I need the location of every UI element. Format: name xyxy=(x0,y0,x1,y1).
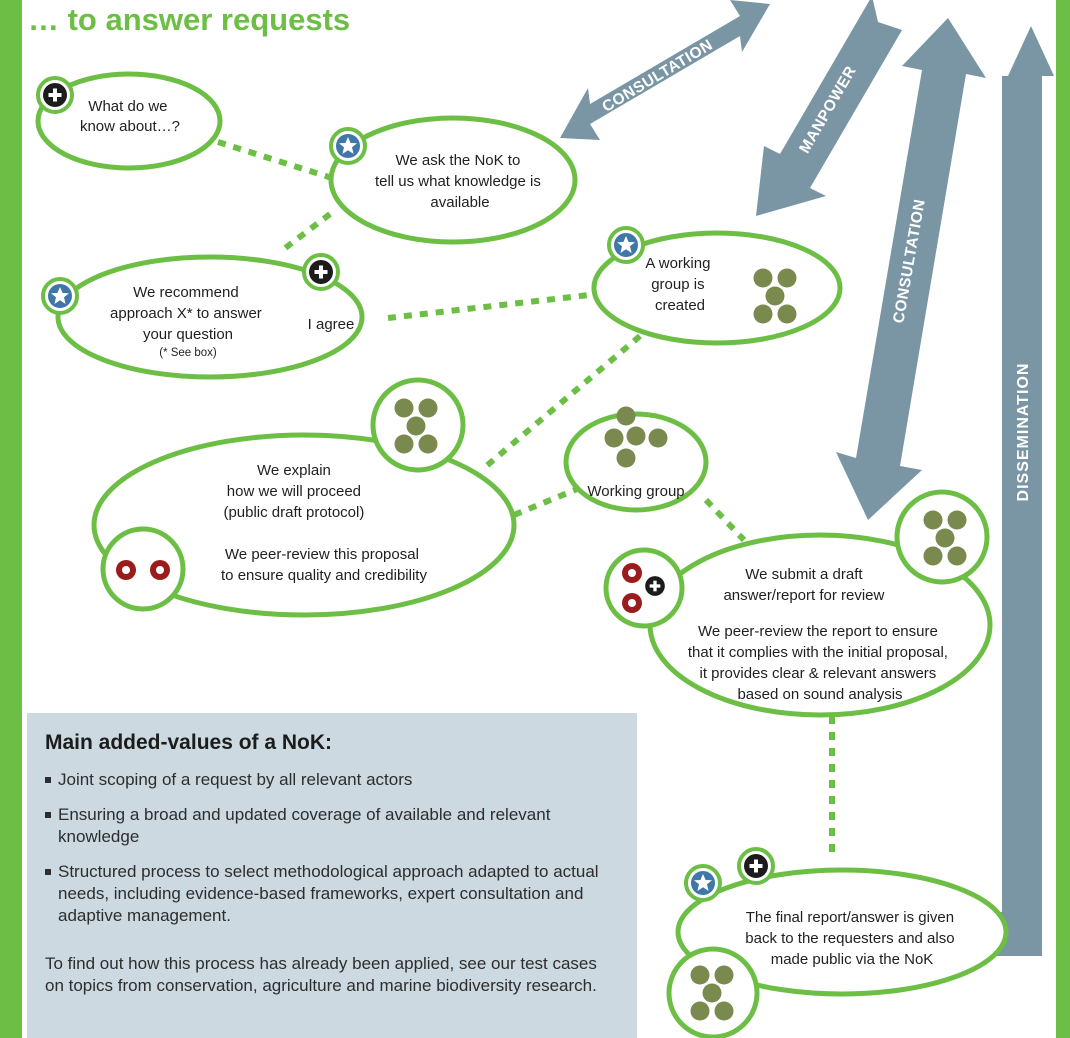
svg-text:We submit a draft answer: We submit a draft answer/report for revi… xyxy=(688,566,952,703)
frame-left xyxy=(0,0,22,1038)
arrow-dissemination: DISSEMINATION xyxy=(976,26,1054,956)
node-text: A working xyxy=(645,255,710,272)
star-icon xyxy=(684,864,722,902)
node-text: We peer-review the report to ensure xyxy=(698,623,938,640)
plus-icon xyxy=(737,847,775,885)
node-text: back to the requesters and also xyxy=(745,930,954,947)
node-text: it provides clear & relevant answers xyxy=(700,665,937,682)
peer-review-icon xyxy=(116,560,136,580)
svg-text:The final report/answer is giv: The final report/answer is given back to… xyxy=(745,909,958,968)
box-heading: Main added-values of a NoK: xyxy=(45,731,333,754)
peer-review-icon xyxy=(622,563,642,583)
node-text: We submit a draft xyxy=(745,566,863,583)
arrow-consultation-right: CONSULTATION xyxy=(836,18,986,520)
arrow-label-dissemination: DISSEMINATION xyxy=(1015,363,1032,502)
recommend-note: (* See box) xyxy=(159,347,217,359)
box-bullet: Joint scoping of a request by all releva… xyxy=(45,769,613,791)
page-title: … to answer requests xyxy=(28,2,350,37)
svg-text:We recommend approach X*: We recommend approach X* to answer your … xyxy=(110,284,266,343)
star-icon xyxy=(41,277,79,315)
svg-text:We explain how we will p: We explain how we will proceed (public d… xyxy=(221,462,427,584)
frame-right xyxy=(1056,0,1070,1038)
node-text: We ask the NoK to xyxy=(396,152,521,169)
node-submit-draft: We submit a draft answer/report for revi… xyxy=(603,489,993,718)
node-text: your question xyxy=(143,326,233,343)
node-working-group: Working group xyxy=(563,406,709,513)
node-text: group is xyxy=(651,276,704,293)
node-text: What do we xyxy=(88,98,167,115)
node-text: created xyxy=(655,297,705,314)
peer-review-circle xyxy=(100,526,186,612)
svg-text:A working group is: A working group is created xyxy=(645,255,714,314)
node-text: to ensure quality and credibility xyxy=(221,567,427,584)
node-text: that it complies with the initial propos… xyxy=(688,644,948,661)
box-footer: To find out how this process has already… xyxy=(45,954,597,995)
node-text: We peer-review this proposal xyxy=(225,546,419,563)
node-text: We explain xyxy=(257,462,331,479)
node-text: (public draft protocol) xyxy=(223,504,364,521)
box-bullets: Joint scoping of a request by all releva… xyxy=(45,769,613,927)
node-text: know about…? xyxy=(80,118,180,135)
node-recommend: We recommend approach X* to answer your … xyxy=(41,253,365,380)
node-text: We recommend xyxy=(133,284,239,301)
peer-review-icon xyxy=(150,560,170,580)
node-text: based on sound analysis xyxy=(737,686,902,703)
arrow-label-consultation-top: CONSULTATION xyxy=(599,36,715,115)
svg-text:We ask the NoK to tell u: We ask the NoK to tell us what knowledge… xyxy=(375,152,545,211)
node-what-do-we-know: What do we know about…? xyxy=(35,71,223,171)
agree-label: I agree xyxy=(308,316,355,333)
node-explain: We explain how we will proceed (public d… xyxy=(91,377,517,618)
arrow-consultation-top: CONSULTATION xyxy=(560,0,770,140)
box-bullet: Ensuring a broad and updated coverage of… xyxy=(45,804,613,848)
node-text: available xyxy=(430,194,489,211)
added-values-box: Main added-values of a NoK: Joint scopin… xyxy=(27,713,637,1038)
node-text: how we will proceed xyxy=(227,483,361,500)
box-bullet: Structured process to select methodologi… xyxy=(45,861,613,927)
node-ask-nok: We ask the NoK to tell us what knowledge… xyxy=(328,115,578,245)
connectors xyxy=(217,139,835,852)
svg-text:What do we know about…?: What do we know about…? xyxy=(80,98,180,135)
arrow-manpower: MANPOWER xyxy=(756,0,902,216)
node-text: made public via the NoK xyxy=(771,951,934,968)
star-icon xyxy=(607,226,645,264)
node-text: answer/report for review xyxy=(723,587,884,604)
node-text: approach X* to answer xyxy=(110,305,262,322)
node-final-report: The final report/answer is given back to… xyxy=(666,847,1009,1038)
node-text: tell us what knowledge is xyxy=(375,173,541,190)
plus-icon xyxy=(302,253,340,291)
node-working-group-created: A working group is created xyxy=(591,226,843,346)
node-text: The final report/answer is given xyxy=(746,909,954,926)
working-group-label: Working group xyxy=(587,483,684,500)
peer-review-circle xyxy=(603,547,685,629)
star-icon xyxy=(329,127,367,165)
peer-review-icon xyxy=(622,593,642,613)
plus-icon xyxy=(36,76,74,114)
